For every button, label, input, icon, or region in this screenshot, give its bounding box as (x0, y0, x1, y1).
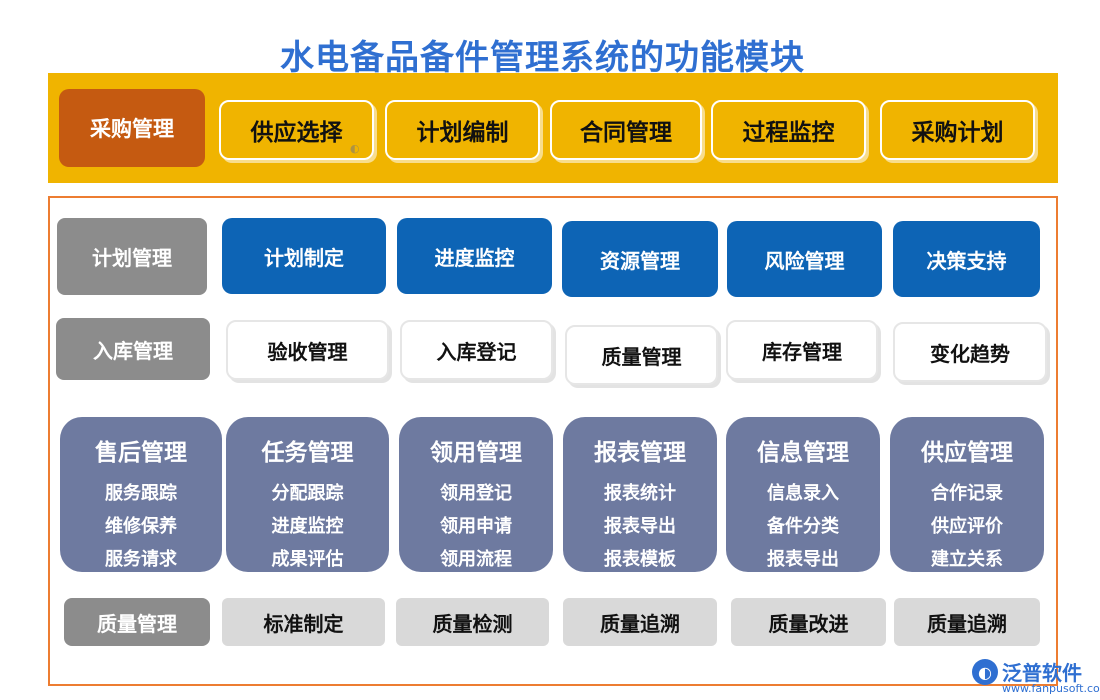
card-sub-item: 服务跟踪 (105, 483, 177, 504)
card-sub-item: 服务请求 (105, 549, 177, 570)
quality-item: 质量改进 (731, 598, 886, 646)
plan-item: 进度监控 (397, 218, 552, 294)
stock-item: 验收管理 (226, 320, 389, 380)
module-card: 供应管理 合作记录 供应评价 建立关系 (890, 417, 1044, 572)
card-title: 信息管理 (757, 440, 849, 466)
stock-item: 变化趋势 (893, 322, 1047, 382)
page-title: 水电备品备件管理系统的功能模块 (280, 38, 805, 78)
quality-row-head: 质量管理 (64, 598, 210, 646)
stock-item: 质量管理 (565, 325, 718, 385)
card-sub-item: 信息录入 (767, 483, 839, 504)
stock-row-head: 入库管理 (56, 318, 210, 380)
card-sub-item: 报表导出 (604, 516, 676, 537)
card-sub-item: 维修保养 (105, 516, 177, 537)
quality-item: 质量追溯 (563, 598, 717, 646)
card-sub-item: 合作记录 (931, 483, 1003, 504)
card-title: 领用管理 (430, 440, 522, 466)
module-card: 信息管理 信息录入 备件分类 报表导出 (726, 417, 880, 572)
stock-item: 库存管理 (726, 320, 878, 380)
card-sub-item: 供应评价 (931, 516, 1003, 537)
stock-item: 入库登记 (400, 320, 553, 380)
card-sub-item: 进度监控 (271, 516, 344, 537)
procurement-item: 供应选择 (219, 100, 374, 160)
card-sub-item: 领用申请 (440, 516, 512, 537)
module-card: 报表管理 报表统计 报表导出 报表模板 (563, 417, 717, 572)
card-sub-item: 报表模板 (604, 549, 676, 570)
module-card: 领用管理 领用登记 领用申请 领用流程 (399, 417, 553, 572)
plan-row-head: 计划管理 (57, 218, 207, 295)
module-card: 任务管理 分配跟踪 进度监控 成果评估 (226, 417, 389, 572)
card-title: 任务管理 (261, 440, 354, 466)
quality-item: 标准制定 (222, 598, 385, 646)
card-sub-item: 分配跟踪 (271, 483, 344, 504)
watermark-logo: ◐ (350, 139, 420, 157)
card-sub-item: 领用登记 (440, 483, 512, 504)
procurement-band (48, 73, 1058, 183)
watermark-icon: ◐ (350, 141, 360, 155)
procurement-head: 采购管理 (59, 89, 205, 167)
plan-item: 计划制定 (222, 218, 386, 294)
brand-logo: ◐ 泛普软件 www.fanpusoft.com (972, 655, 1100, 695)
brand-name: 泛普软件 (1002, 661, 1082, 685)
brand-logo-icon: ◐ (972, 659, 998, 685)
card-sub-item: 报表统计 (604, 483, 676, 504)
card-title: 报表管理 (594, 440, 686, 466)
procurement-item: 采购计划 (880, 100, 1035, 160)
procurement-item: 合同管理 (550, 100, 702, 160)
card-sub-item: 领用流程 (440, 549, 512, 570)
card-title: 供应管理 (921, 440, 1013, 466)
quality-item: 质量追溯 (894, 598, 1040, 646)
procurement-item: 计划编制 (385, 100, 540, 160)
quality-item: 质量检测 (396, 598, 549, 646)
module-card: 售后管理 服务跟踪 维修保养 服务请求 (60, 417, 222, 572)
card-sub-item: 备件分类 (767, 516, 839, 537)
plan-item: 决策支持 (893, 221, 1040, 297)
brand-url: www.fanpusoft.com (1002, 682, 1100, 695)
card-title: 售后管理 (95, 440, 187, 466)
card-sub-item: 成果评估 (271, 549, 344, 570)
card-sub-item: 建立关系 (931, 549, 1003, 570)
procurement-item: 过程监控 (711, 100, 866, 160)
card-sub-item: 报表导出 (767, 549, 839, 570)
plan-item: 风险管理 (727, 221, 882, 297)
plan-item: 资源管理 (562, 221, 718, 297)
modules-frame (48, 196, 1058, 686)
